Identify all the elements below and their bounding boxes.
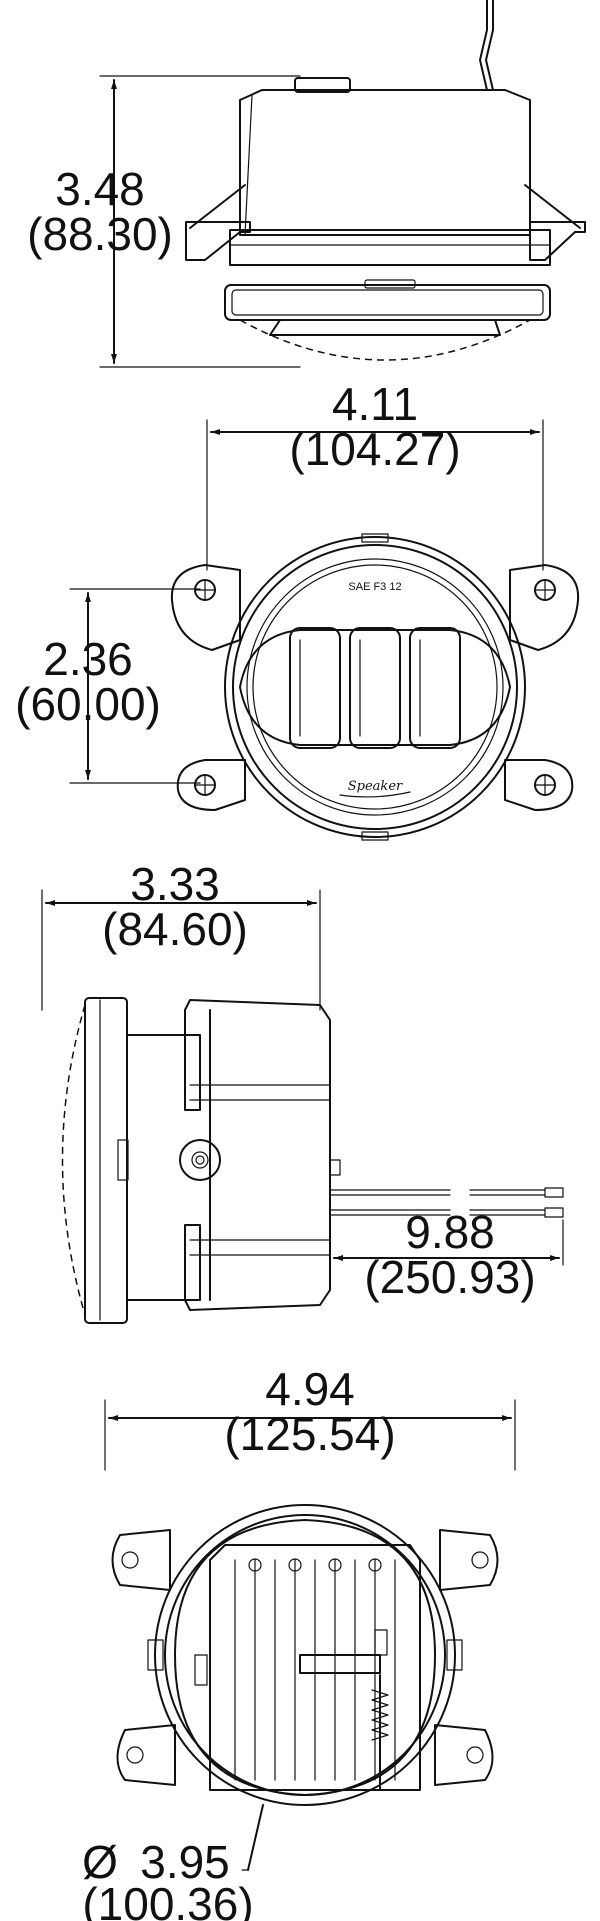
cooling-fins <box>234 1558 396 1781</box>
led-pod <box>409 627 461 749</box>
diameter-symbol: Ø <box>82 1836 118 1888</box>
height-dim-inches-front: 2.36 <box>43 633 133 685</box>
height-dim-inches: 3.48 <box>55 163 145 215</box>
mount-hole-icon <box>471 1551 489 1569</box>
height-dim-mm-front: (60.00) <box>15 678 161 730</box>
side-top-view: 3.48 (88.30) <box>27 0 586 368</box>
diameter-dim-inches: 3.95 <box>140 1836 230 1888</box>
adjuster-screw-icon <box>299 1629 389 1791</box>
side-view: 3.33 (84.60) 9. <box>41 858 564 1324</box>
mount-hole-icon <box>466 1746 484 1764</box>
depth-dim-inches: 3.33 <box>130 858 220 910</box>
diameter-dim-mm: (100.36) <box>82 1878 253 1921</box>
pivot-boss-icon <box>179 1139 221 1181</box>
mount-hole-icon <box>126 1746 144 1764</box>
mount-hole-icon <box>121 1551 139 1569</box>
width-dim-mm: (104.27) <box>289 423 460 475</box>
depth-dim-mm: (84.60) <box>102 903 248 955</box>
height-dim-mm: (88.30) <box>27 208 173 260</box>
lead-dim-inches: 9.88 <box>405 1206 495 1258</box>
lead-dim-mm: (250.93) <box>364 1251 535 1303</box>
rear-view: 4.94 (125.54) <box>82 1363 516 1921</box>
led-pod <box>349 627 401 749</box>
rear-width-dim-mm: (125.54) <box>224 1408 395 1460</box>
led-pod <box>289 627 341 749</box>
lens-marking: SAE F3 12 <box>348 581 401 593</box>
brand-logo: Speaker <box>348 779 403 794</box>
rear-width-dim-inches: 4.94 <box>265 1363 355 1415</box>
front-view: 4.11 (104.27) 2.36 (60.00) SAE F3 12 <box>15 378 580 841</box>
width-dim-inches: 4.11 <box>332 378 418 430</box>
